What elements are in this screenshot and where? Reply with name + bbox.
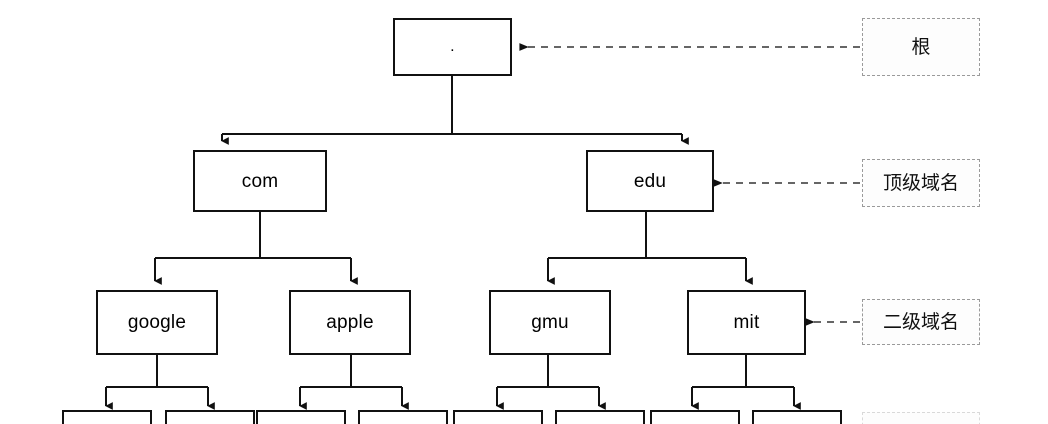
edges-google-to-leaves <box>105 355 215 410</box>
node-root[interactable]: . <box>393 18 512 76</box>
node-leaf-4[interactable] <box>358 410 448 424</box>
edges-root-to-tld <box>221 76 689 145</box>
edges-com-to-sld <box>154 212 358 285</box>
node-leaf-6[interactable] <box>555 410 645 424</box>
edges-mit-to-leaves <box>691 355 801 410</box>
edges-apple-to-leaves <box>299 355 409 410</box>
annotation-top-level-domain: 顶级域名 <box>862 159 980 207</box>
annotation-second-level-domain: 二级域名 <box>862 299 980 345</box>
annotation-root: 根 <box>862 18 980 76</box>
node-leaf-3[interactable] <box>256 410 346 424</box>
node-google[interactable]: google <box>96 290 218 355</box>
node-gmu[interactable]: gmu <box>489 290 611 355</box>
node-leaf-2[interactable] <box>165 410 255 424</box>
node-mit[interactable]: mit <box>687 290 806 355</box>
node-leaf-8[interactable] <box>752 410 842 424</box>
node-leaf-7[interactable] <box>650 410 740 424</box>
node-apple[interactable]: apple <box>289 290 411 355</box>
node-edu[interactable]: edu <box>586 150 714 212</box>
edges-edu-to-sld <box>547 212 753 285</box>
annotation-fourth-placeholder <box>862 412 980 424</box>
node-com[interactable]: com <box>193 150 327 212</box>
node-leaf-5[interactable] <box>453 410 543 424</box>
node-leaf-1[interactable] <box>62 410 152 424</box>
edges-gmu-to-leaves <box>496 355 606 410</box>
